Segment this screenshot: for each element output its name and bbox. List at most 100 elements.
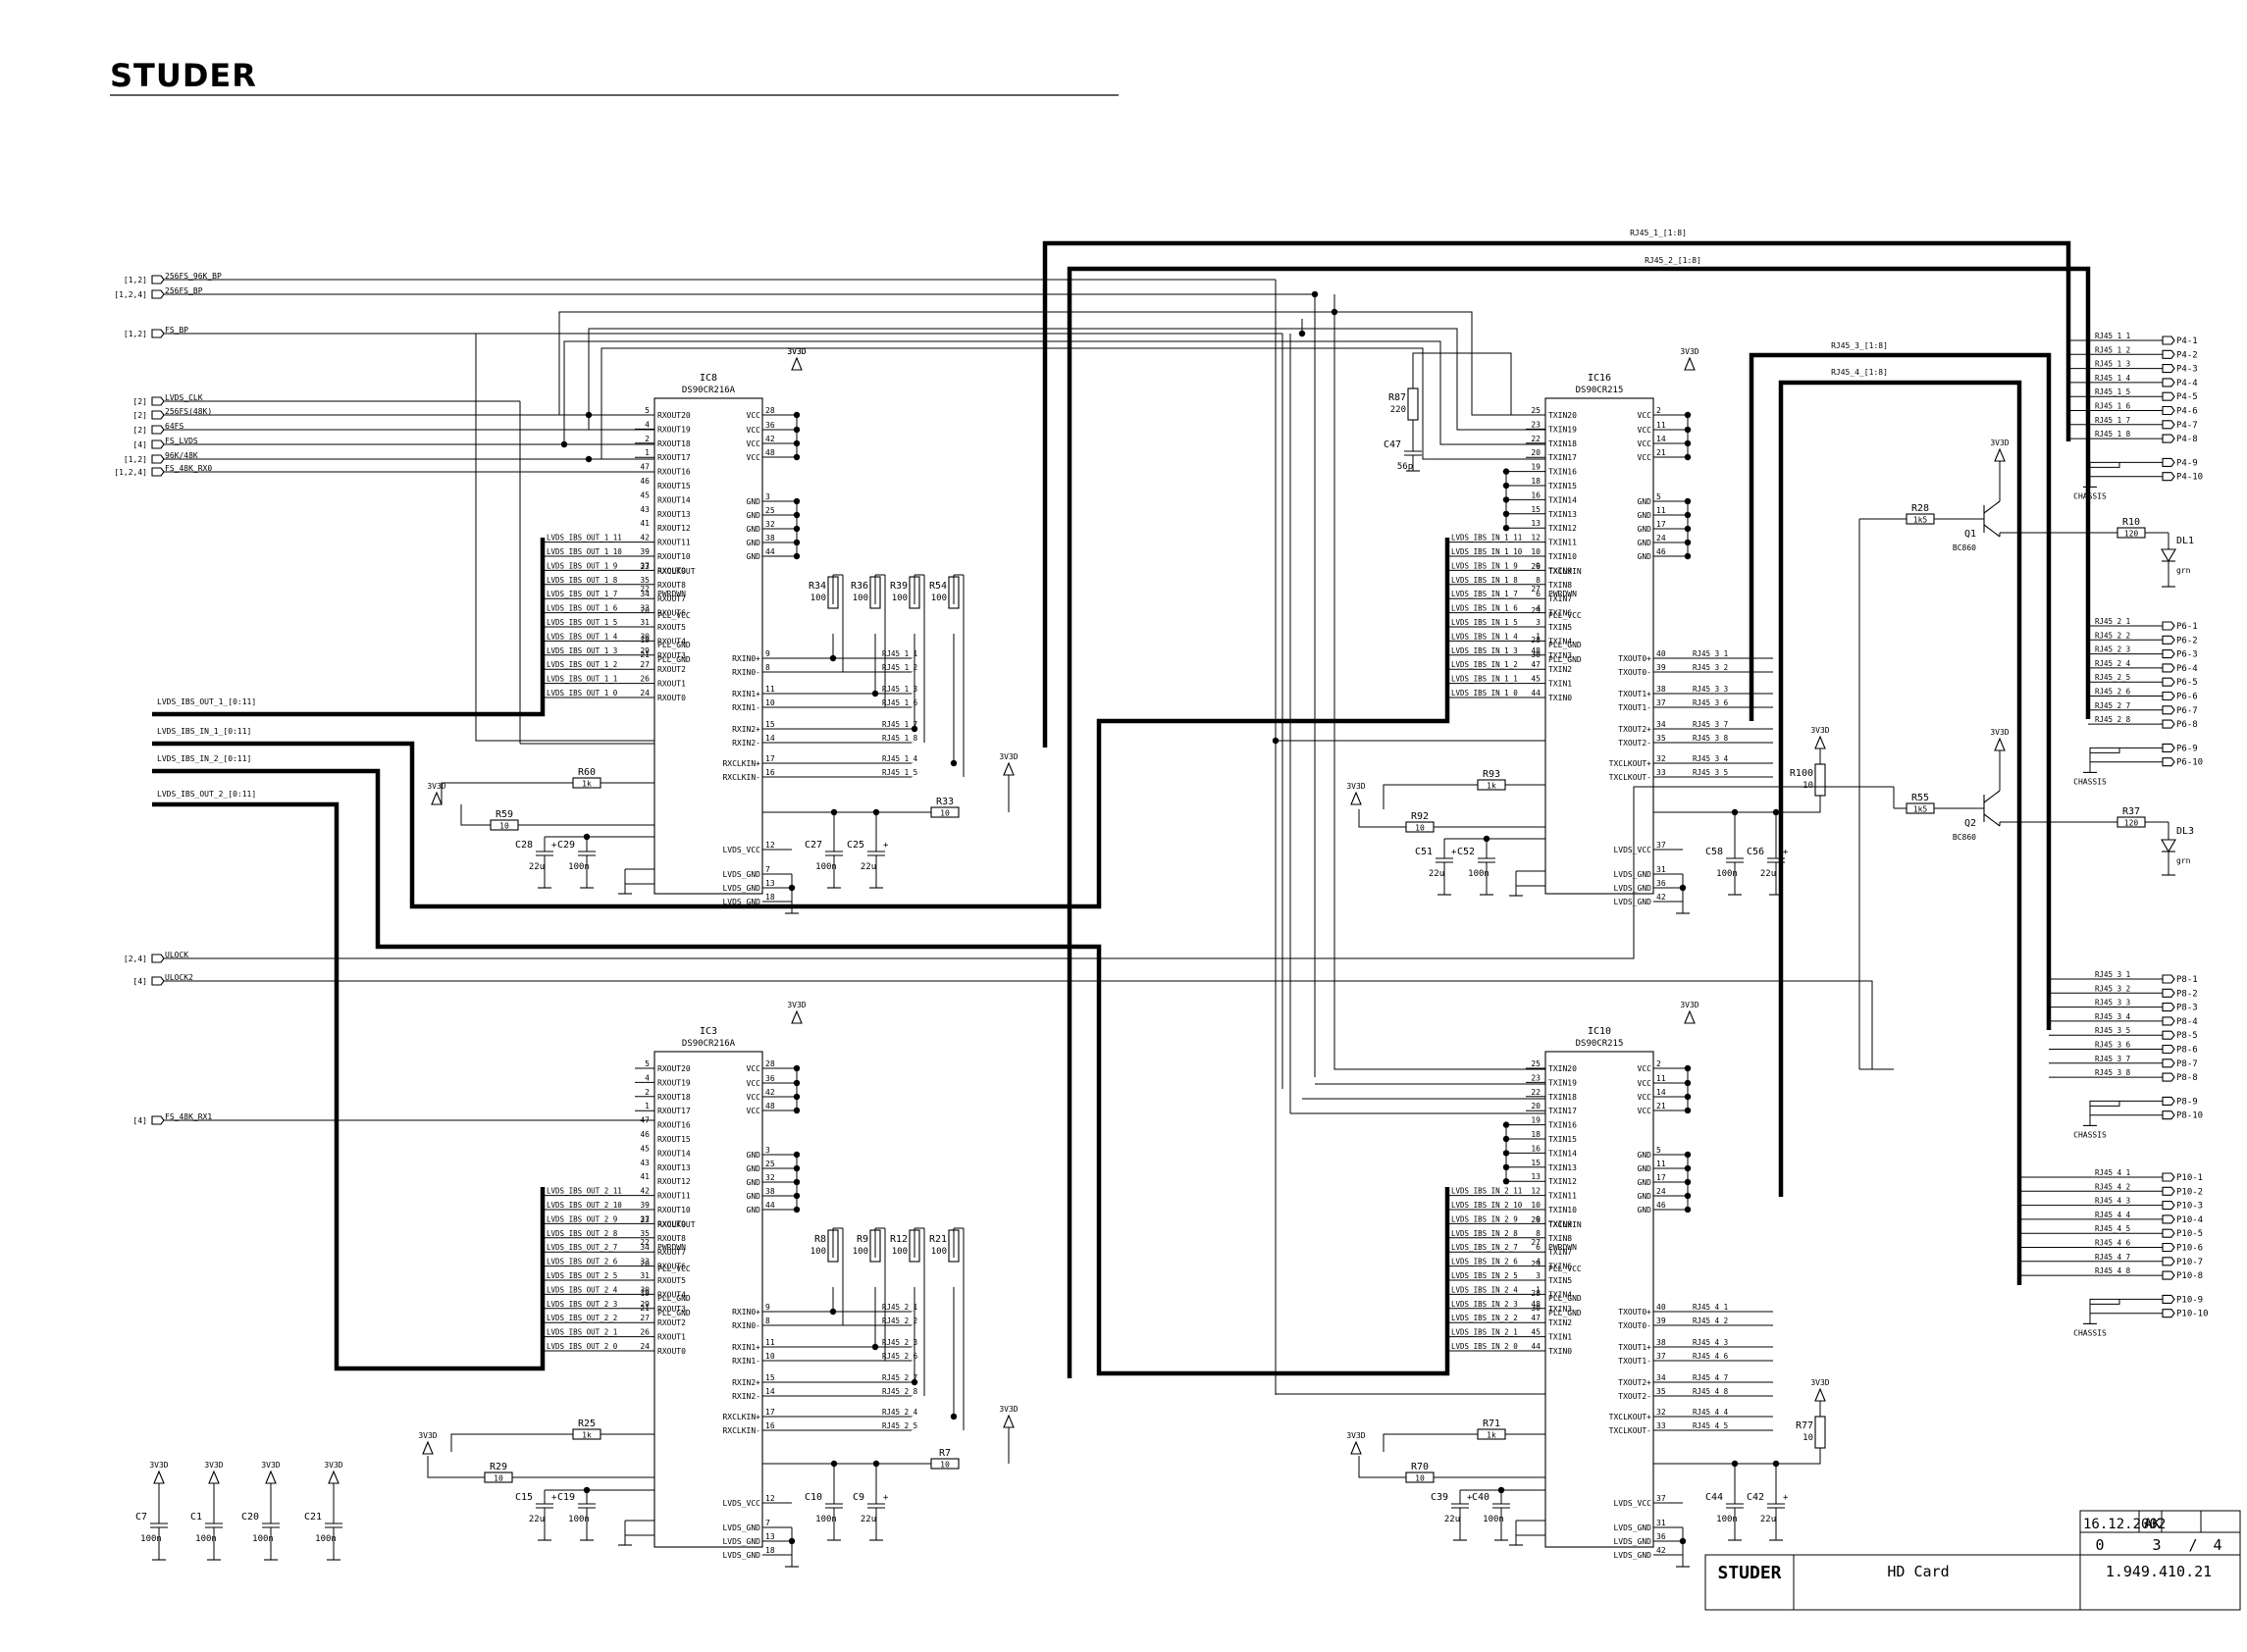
connector-pin-p10-5: [2162, 1228, 2175, 1238]
pin-name: TXOUT0-: [1618, 668, 1651, 677]
connector-pin-label: P4-5: [2176, 392, 2198, 402]
pin-name: PWRDWN: [657, 590, 686, 598]
junction-dot: [1483, 835, 1490, 843]
capacitor-value: 22u: [861, 862, 876, 872]
wire: [1333, 312, 1545, 1070]
pin-name: RXOUT20: [657, 411, 691, 420]
connector-pin-p10-7: [2162, 1257, 2175, 1266]
ic-ic16: [1544, 397, 1654, 895]
connector-pin-p10-2: [2162, 1186, 2175, 1196]
pin-number: 32: [765, 520, 775, 529]
connector-net-label: RJ45_4_3: [2095, 1197, 2130, 1206]
connector-pin-label: P6-1: [2176, 622, 2198, 632]
pin-name: TXIN15: [1548, 482, 1577, 490]
junction-dot: [1502, 525, 1510, 532]
connector-pin-p10-8: [2162, 1270, 2175, 1280]
pin-number: 5: [1656, 1146, 1661, 1155]
connector-pin-p6-9: [2162, 743, 2175, 752]
lvds-net-label: LVDS_IBS_IN_2_3: [1451, 1300, 1518, 1309]
power-arrow: [1684, 1009, 1696, 1024]
resistor-r71: [1477, 1428, 1506, 1440]
pin-name: TXIN13: [1548, 510, 1577, 519]
resistor-value: 10: [940, 809, 950, 818]
pin-number: 46: [1656, 1201, 1666, 1210]
resistor-value: 100: [853, 1247, 868, 1257]
connector-pin-label: P10-6: [2176, 1244, 2203, 1254]
studer-header-logo: STUDER: [110, 57, 257, 94]
bus-label-lvds-in-2: LVDS_IBS_IN_2_[0:11]: [157, 754, 251, 763]
pin-number: 23: [1531, 1073, 1541, 1082]
title-sheet: 3: [2152, 1536, 2161, 1554]
pin-name: PLL_GND: [1548, 1309, 1582, 1317]
transistor-q1: [1983, 524, 2001, 538]
pin-number: 30: [640, 1285, 650, 1294]
wire: [1383, 1433, 1478, 1452]
pin-name: TXIN14: [1548, 495, 1577, 504]
connector-net-label: RJ45_4_4: [2095, 1211, 2131, 1219]
led-ref: DL3: [2176, 826, 2194, 837]
title-block-cell: [2079, 1554, 2241, 1611]
pin-name: RXOUT12: [657, 1177, 691, 1186]
capacitor-ref: C52: [1457, 847, 1475, 857]
input-port-lvds-clk: [151, 396, 165, 406]
bus-label-rj45-2: RJ45_2_[1:8]: [1645, 256, 1701, 265]
bus-label-lvds-out-2: LVDS_IBS_OUT_2_[0:11]: [157, 790, 256, 799]
pin-number: 37: [1656, 698, 1666, 707]
capacitor-value: 100n: [315, 1534, 337, 1544]
connector-pin-p8-10: [2162, 1110, 2175, 1120]
pin-name: RXOUT16: [657, 468, 691, 477]
bus-rj45-2: [1067, 266, 2091, 1378]
pin-name: RXOUT16: [657, 1121, 691, 1130]
capacitor-value: 22u: [529, 862, 545, 872]
junction-dot: [950, 1413, 958, 1420]
resistor-r70: [1405, 1471, 1435, 1483]
connector-pin-label: P6-3: [2176, 650, 2198, 660]
resistor-r60: [572, 777, 601, 789]
led-color: grn: [2176, 856, 2191, 865]
pin-name: TXIN9: [1548, 566, 1572, 575]
resistor-r59: [490, 819, 519, 831]
wire: [1653, 796, 1821, 813]
pin-number: 13: [765, 879, 775, 888]
lvds-net-label: LVDS_IBS_OUT_1_4: [547, 632, 618, 641]
junction-dot: [793, 439, 801, 447]
junction-dot: [1684, 411, 1692, 419]
pin-name: TXOUT0-: [1618, 1321, 1651, 1330]
input-port-name: FS_48K_RX0: [165, 464, 212, 473]
junction-dot: [793, 539, 801, 546]
power-label: 3V3D: [324, 1461, 342, 1470]
junction-dot: [1684, 439, 1692, 447]
lvds-net-label: LVDS_IBS_OUT_1_1: [547, 675, 617, 684]
pin-number: 16: [1531, 490, 1541, 499]
resistor-value: 220: [1390, 405, 1406, 415]
junction-dot: [1684, 539, 1692, 546]
pin-number: 4: [1536, 1258, 1541, 1266]
pin-name: RXIN2-: [732, 1392, 760, 1401]
pin-number: 48: [1531, 646, 1541, 655]
junction-dot: [585, 455, 593, 463]
connector-pin-label: P8-5: [2176, 1031, 2198, 1041]
pin-number: 5: [645, 1059, 650, 1068]
transistor-ref: Q2: [1964, 818, 1976, 829]
pin-number: 2: [645, 435, 650, 443]
chassis-label: CHASSIS: [2073, 1328, 2107, 1337]
junction-dot: [793, 1079, 801, 1087]
pin-name: TXIN12: [1548, 1177, 1577, 1186]
lvds-net-label: LVDS_IBS_IN_2_6: [1451, 1258, 1518, 1266]
resistor-value: 120: [2124, 819, 2139, 828]
bus-rj45-1: [1042, 240, 2071, 748]
net-ulock: [164, 786, 1894, 959]
input-port-name: 64FS: [165, 422, 183, 431]
lvds-net-label: LVDS_IBS_OUT_2_5: [547, 1271, 617, 1280]
power-label: 3V3D: [1810, 1378, 1829, 1387]
resistor-ref: R92: [1411, 811, 1429, 822]
bus-lvds-out-2: [152, 801, 546, 1371]
pin-number: 19: [1531, 463, 1541, 472]
pin-number: 11: [1656, 1074, 1666, 1083]
pin-number: 3: [1536, 618, 1541, 627]
pin-number: 47: [640, 463, 650, 472]
pin-name: TXIN4: [1548, 637, 1572, 645]
capacitor-ref: C40: [1472, 1492, 1489, 1503]
pin-number: 8: [765, 1316, 770, 1325]
pin-name: RXOUT1: [657, 1333, 686, 1342]
